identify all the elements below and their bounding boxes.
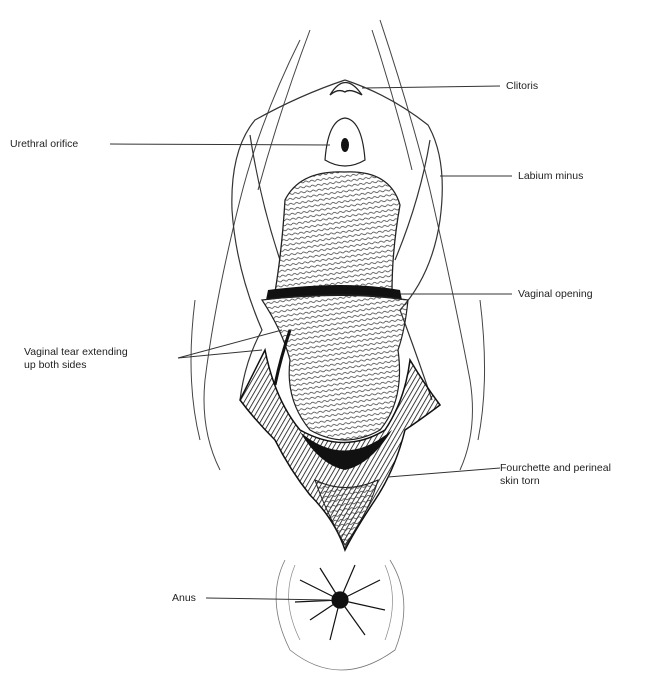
urethral-orifice-shape <box>325 118 365 166</box>
label-fourchette-line1: Fourchette and perineal <box>500 462 611 475</box>
leader-fourchette <box>388 468 500 477</box>
label-clitoris: Clitoris <box>506 80 538 93</box>
label-vaginal-tear-line1: Vaginal tear extending <box>24 346 128 359</box>
label-labium-minus: Labium minus <box>518 170 583 183</box>
anus-shape <box>276 560 404 670</box>
label-urethral-orifice: Urethral orifice <box>10 138 78 151</box>
leader-clitoris <box>362 86 500 88</box>
label-fourchette-line2: skin torn <box>500 475 611 488</box>
leader-anus <box>206 598 330 600</box>
vestibule-shape <box>275 172 400 292</box>
label-vaginal-tear-line2: up both sides <box>24 359 128 372</box>
label-anus: Anus <box>172 592 196 605</box>
label-fourchette: Fourchette and perineal skin torn <box>500 462 611 488</box>
label-vaginal-tear: Vaginal tear extending up both sides <box>24 346 128 372</box>
label-vaginal-opening: Vaginal opening <box>518 288 593 301</box>
leader-urethral-orifice <box>110 144 330 145</box>
